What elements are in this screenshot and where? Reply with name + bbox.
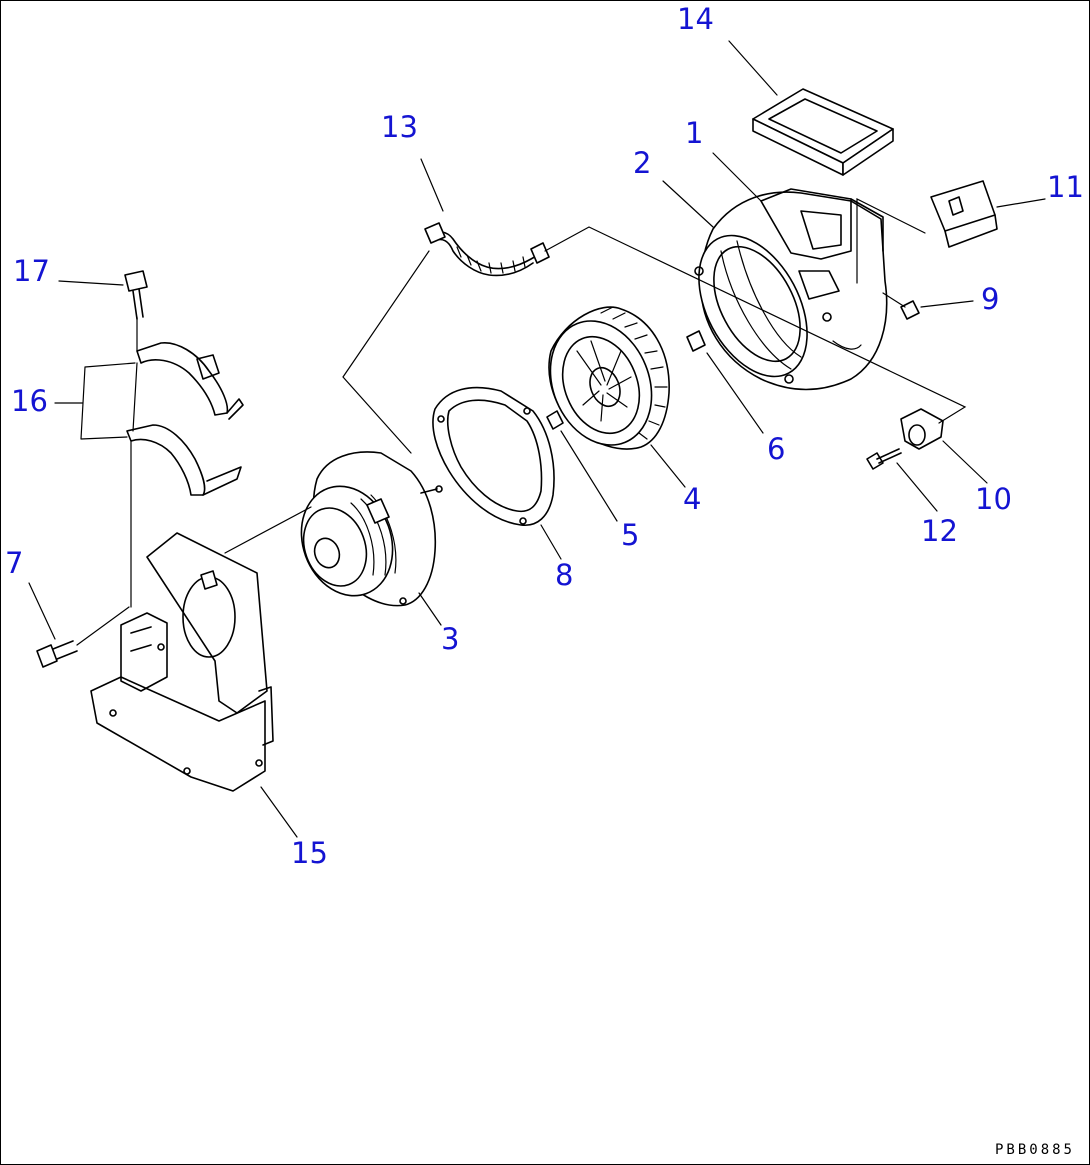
callout-10: 10 (975, 482, 1012, 516)
part-5-nut (546, 410, 564, 430)
callout-12: 12 (921, 514, 958, 548)
callout-4: 4 (683, 482, 702, 516)
callout-16: 16 (11, 384, 48, 418)
callout-9: 9 (981, 282, 1000, 316)
callout-15: 15 (291, 836, 328, 870)
part-16-clamps (126, 342, 244, 496)
part-8-gasket (432, 386, 555, 526)
drawing-code: PBB0885 (994, 1142, 1075, 1158)
part-17-bolt (124, 270, 148, 320)
callout-14: 14 (677, 2, 714, 36)
callout-11: 11 (1047, 170, 1084, 204)
part-1-blower-housing (694, 188, 888, 391)
part-6-clip (686, 330, 706, 352)
part-15-motor-bracket (90, 532, 274, 792)
part-13-harness (424, 222, 550, 277)
part-11-bracket (930, 180, 998, 248)
callout-7: 7 (5, 546, 24, 580)
callout-13: 13 (381, 110, 418, 144)
part-4-fan-wheel (548, 306, 670, 450)
part-10-connector (900, 408, 944, 450)
callout-17: 17 (13, 254, 50, 288)
part-12-screw (866, 448, 902, 470)
callout-2: 2 (633, 146, 652, 180)
leader-lines (28, 40, 1046, 838)
callout-1: 1 (685, 116, 704, 150)
assembly-lines (76, 198, 967, 646)
part-9-fastener (900, 300, 920, 320)
part-7-bolt (36, 640, 78, 668)
callout-8: 8 (555, 558, 574, 592)
part-3-motor (300, 451, 443, 607)
part-14-filter-frame (752, 88, 894, 176)
callout-3: 3 (441, 622, 460, 656)
callout-6: 6 (767, 432, 786, 466)
callout-5: 5 (621, 518, 640, 552)
